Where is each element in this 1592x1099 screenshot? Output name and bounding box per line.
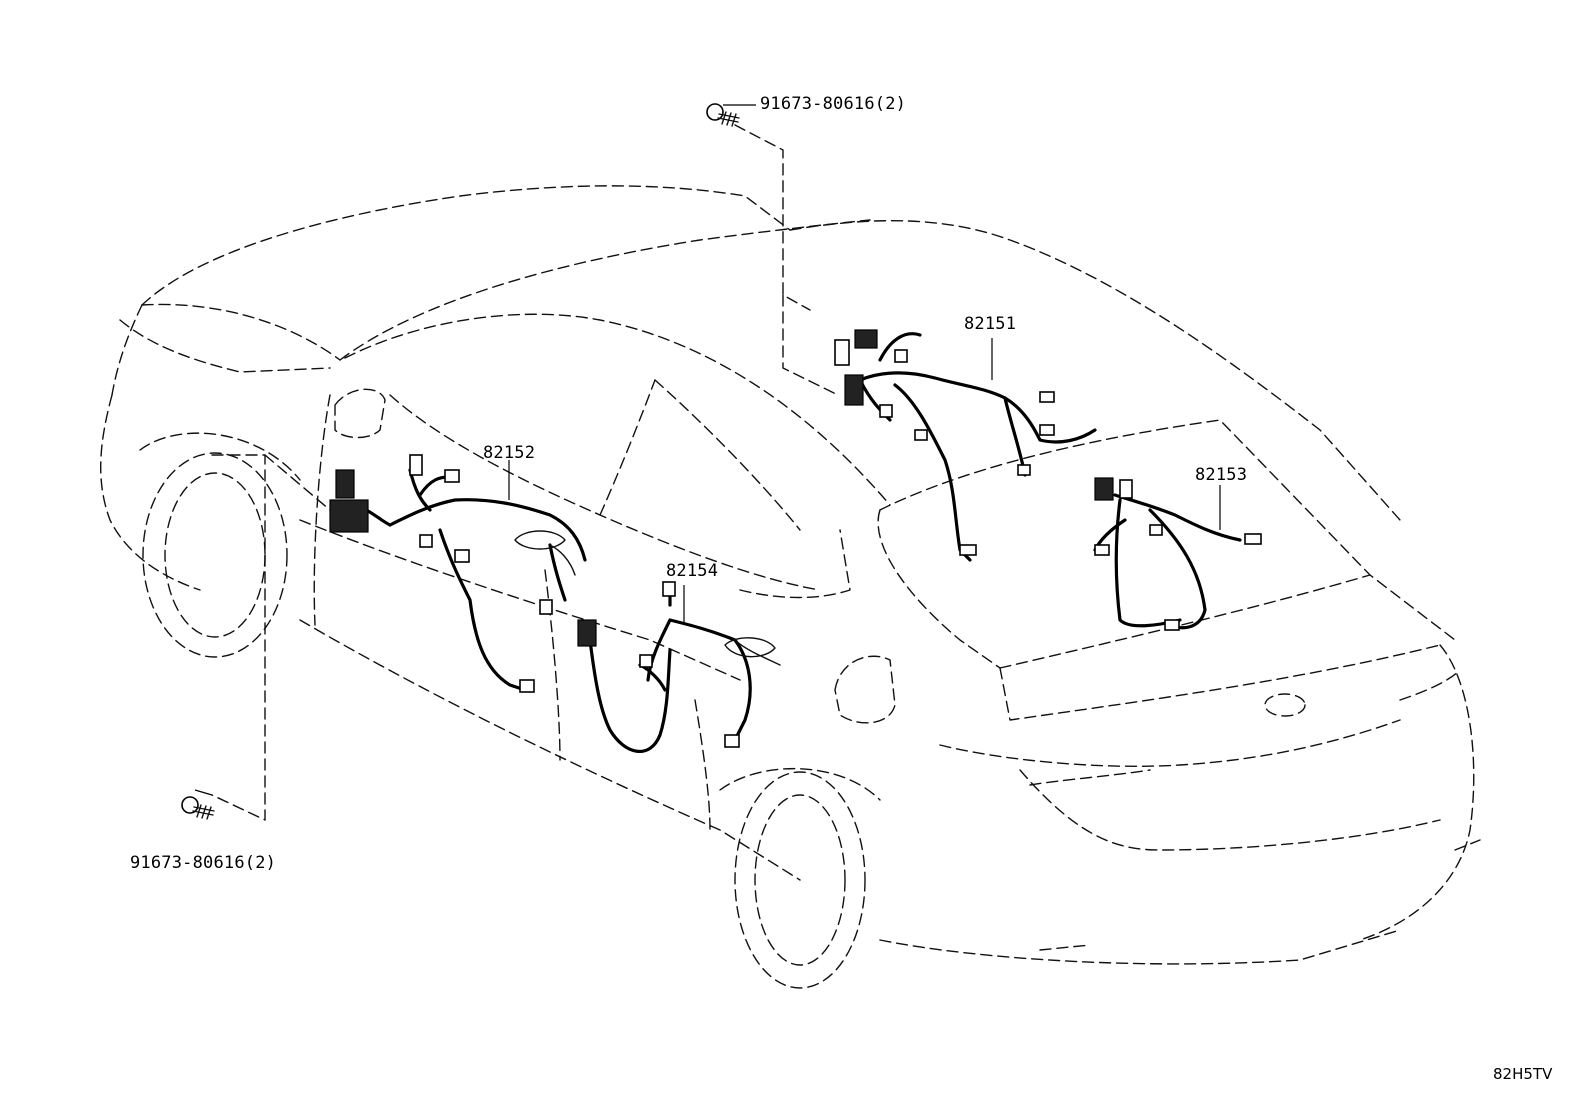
harness-82153 [1093,477,1262,631]
callout-harness-82153: 82153 [1195,465,1248,485]
bolt-icon-top [706,103,740,127]
diagram-reference-code: 82H5TV [1493,1065,1553,1083]
callout-bolt-bottom: 91673-80616(2) [130,853,277,873]
car-body-outline [100,185,1481,989]
harness-82152 [329,454,587,693]
bolt-icon-bottom [181,796,215,820]
harness-82151 [834,329,1097,562]
harness-82154 [577,581,781,753]
callout-harness-82151: 82151 [964,314,1017,334]
callout-harness-82152: 82152 [483,443,536,463]
callout-bolt-top: 91673-80616(2) [760,94,907,114]
callout-harness-82154: 82154 [666,561,719,581]
bolt-mount-leaders [211,124,839,821]
callout-leaders [194,104,1221,796]
